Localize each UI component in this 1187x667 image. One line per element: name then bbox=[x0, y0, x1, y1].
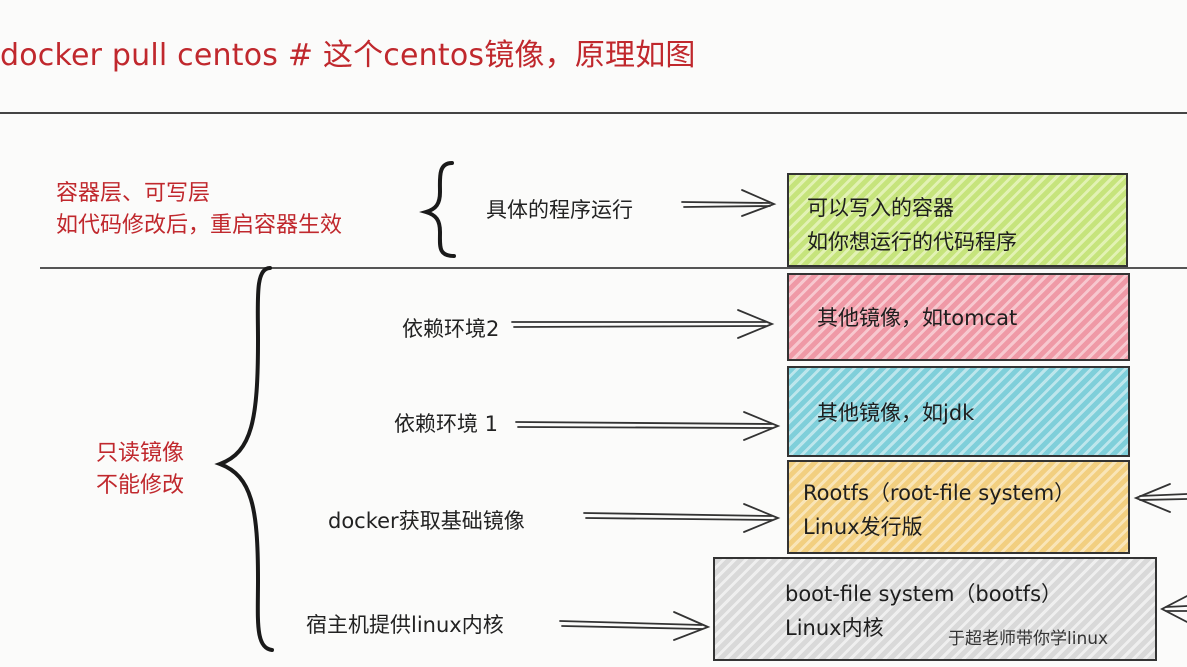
layer-jdk-line-1: 其他镜像，如jdk bbox=[817, 401, 975, 425]
layer-container-line-1: 可以写入的容器 bbox=[807, 196, 954, 220]
arrow-host-kernel bbox=[559, 611, 711, 641]
layer-tomcat: 其他镜像，如tomcat bbox=[787, 273, 1130, 361]
layer-bootfs-line-1: boot-file system（bootfs） bbox=[785, 582, 1063, 606]
arrow-right-edge-bootfs bbox=[1160, 595, 1187, 623]
readonly-image-note: 只读镜像 不能修改 bbox=[96, 438, 184, 502]
label-program-run: 具体的程序运行 bbox=[486, 198, 633, 222]
container-brace bbox=[419, 161, 456, 258]
label-dependency-1: 依赖环境 1 bbox=[394, 412, 499, 436]
arrow-base-image bbox=[583, 503, 781, 533]
arrow-dependency-1 bbox=[515, 411, 781, 441]
watermark: 于超老师带你学linux bbox=[948, 629, 1109, 649]
page-title: docker pull centos # 这个centos镜像，原理如图 bbox=[0, 38, 696, 73]
layer-rootfs-line-2: Linux发行版 bbox=[803, 515, 923, 539]
arrow-right-edge-rootfs bbox=[1133, 483, 1187, 513]
container-layer-note-line-2: 如代码修改后，重启容器生效 bbox=[56, 213, 343, 238]
arrow-program-run bbox=[681, 189, 777, 217]
container-layer-note: 容器层、可写层 如代码修改后，重启容器生效 bbox=[56, 178, 342, 242]
readonly-image-note-line-1: 只读镜像 bbox=[96, 441, 185, 466]
layer-container: 可以写入的容器 如你想运行的代码程序 bbox=[787, 173, 1128, 267]
layer-jdk: 其他镜像，如jdk bbox=[787, 366, 1130, 457]
arrow-dependency-2 bbox=[511, 309, 775, 339]
label-base-image: docker获取基础镜像 bbox=[328, 509, 525, 533]
readonly-brace bbox=[214, 266, 274, 652]
label-dependency-2: 依赖环境2 bbox=[402, 317, 500, 341]
layer-bootfs: boot-file system（bootfs） Linux内核 bbox=[713, 557, 1157, 661]
readonly-image-note-line-2: 不能修改 bbox=[96, 473, 185, 498]
layer-rootfs-line-1: Rootfs（root-file system） bbox=[803, 481, 1076, 505]
layer-container-line-2: 如你想运行的代码程序 bbox=[807, 230, 1017, 254]
layer-rootfs: Rootfs（root-file system） Linux发行版 bbox=[787, 460, 1130, 554]
layer-tomcat-line-1: 其他镜像，如tomcat bbox=[817, 306, 1018, 330]
container-layer-note-line-1: 容器层、可写层 bbox=[56, 181, 211, 206]
layer-bootfs-line-2: Linux内核 bbox=[785, 616, 884, 640]
label-host-kernel: 宿主机提供linux内核 bbox=[306, 613, 504, 637]
